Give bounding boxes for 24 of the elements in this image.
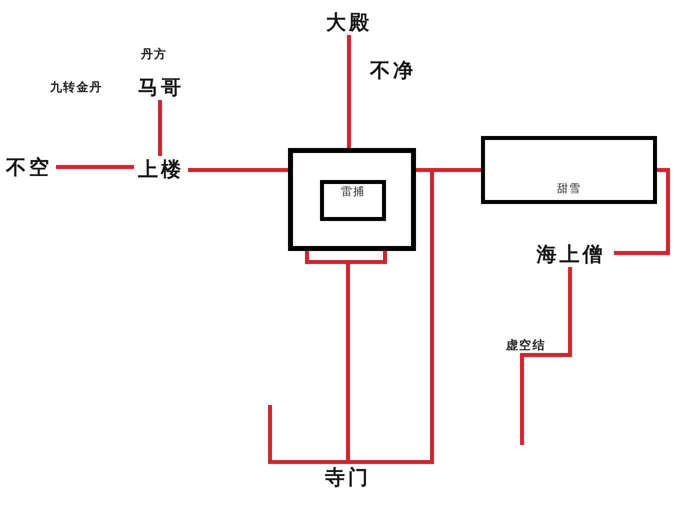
place-label: 马哥: [134, 74, 188, 100]
connector-line: [188, 168, 288, 172]
place-label: 上楼: [134, 156, 188, 182]
connector-line: [347, 35, 351, 148]
connector-line: [158, 100, 162, 156]
connector-line: [56, 165, 134, 169]
room-frame: [481, 136, 657, 204]
place-label: 不空: [2, 154, 56, 180]
box-label: 甜雪: [556, 182, 582, 196]
note-label: 九转金丹: [50, 79, 103, 95]
place-label: 寺门: [321, 464, 375, 490]
connector-line: [416, 168, 432, 172]
inner-frame: [320, 180, 386, 221]
place-label: 大殿: [322, 9, 376, 35]
connector-line: [432, 168, 481, 172]
edge-label: 虚空结: [506, 337, 546, 353]
connector-line: [520, 267, 572, 445]
connector-line: [268, 405, 350, 464]
note-label: 丹方: [141, 46, 168, 62]
area-label: 不净: [370, 57, 416, 83]
box-label: 雷捕: [340, 185, 366, 199]
place-label: 海上僧: [528, 240, 614, 267]
connector-line: [614, 168, 670, 255]
hall-frame: [288, 148, 416, 251]
